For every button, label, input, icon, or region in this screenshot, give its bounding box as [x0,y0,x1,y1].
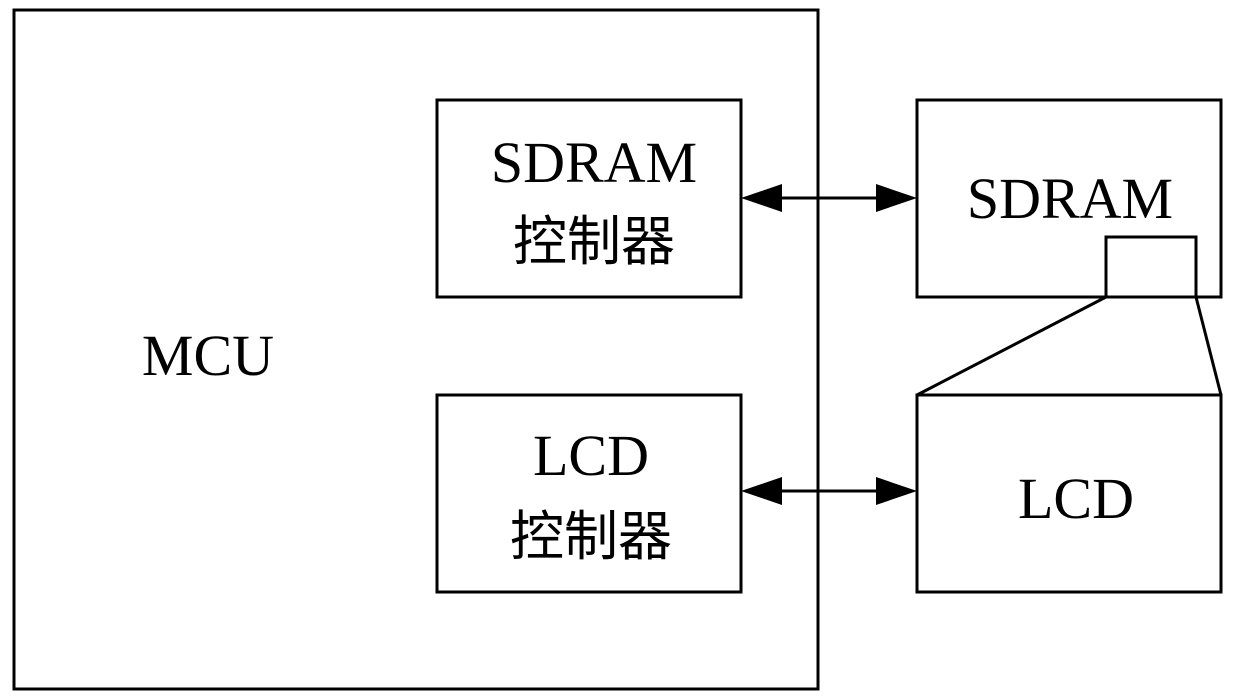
lcd-arrowhead-right [876,477,917,505]
sdram-arrowhead-right [876,184,917,212]
projection-line-left [916,295,1107,397]
sdram-label: SDRAM [967,166,1173,231]
lcd-bidirectional-arrow [741,477,917,505]
sdram-controller-block [435,98,743,299]
sdram-controller-label-line2: 控制器 [513,210,675,273]
lcd-controller-label-line1: LCD [533,423,649,488]
lcd-controller-label-line2: 控制器 [510,505,672,568]
lcd-label: LCD [1018,466,1134,531]
sdram-controller-label-line1: SDRAM [491,130,697,195]
lcd-controller-block [435,393,743,594]
projection-line-right [1194,296,1223,396]
frame-buffer-region [1104,235,1198,299]
lcd-arrowhead-left [741,477,782,505]
sdram-bidirectional-arrow [741,184,917,212]
sdram-arrowhead-left [741,184,782,212]
lcd-block [915,393,1223,594]
mcu-label: MCU [142,323,274,388]
